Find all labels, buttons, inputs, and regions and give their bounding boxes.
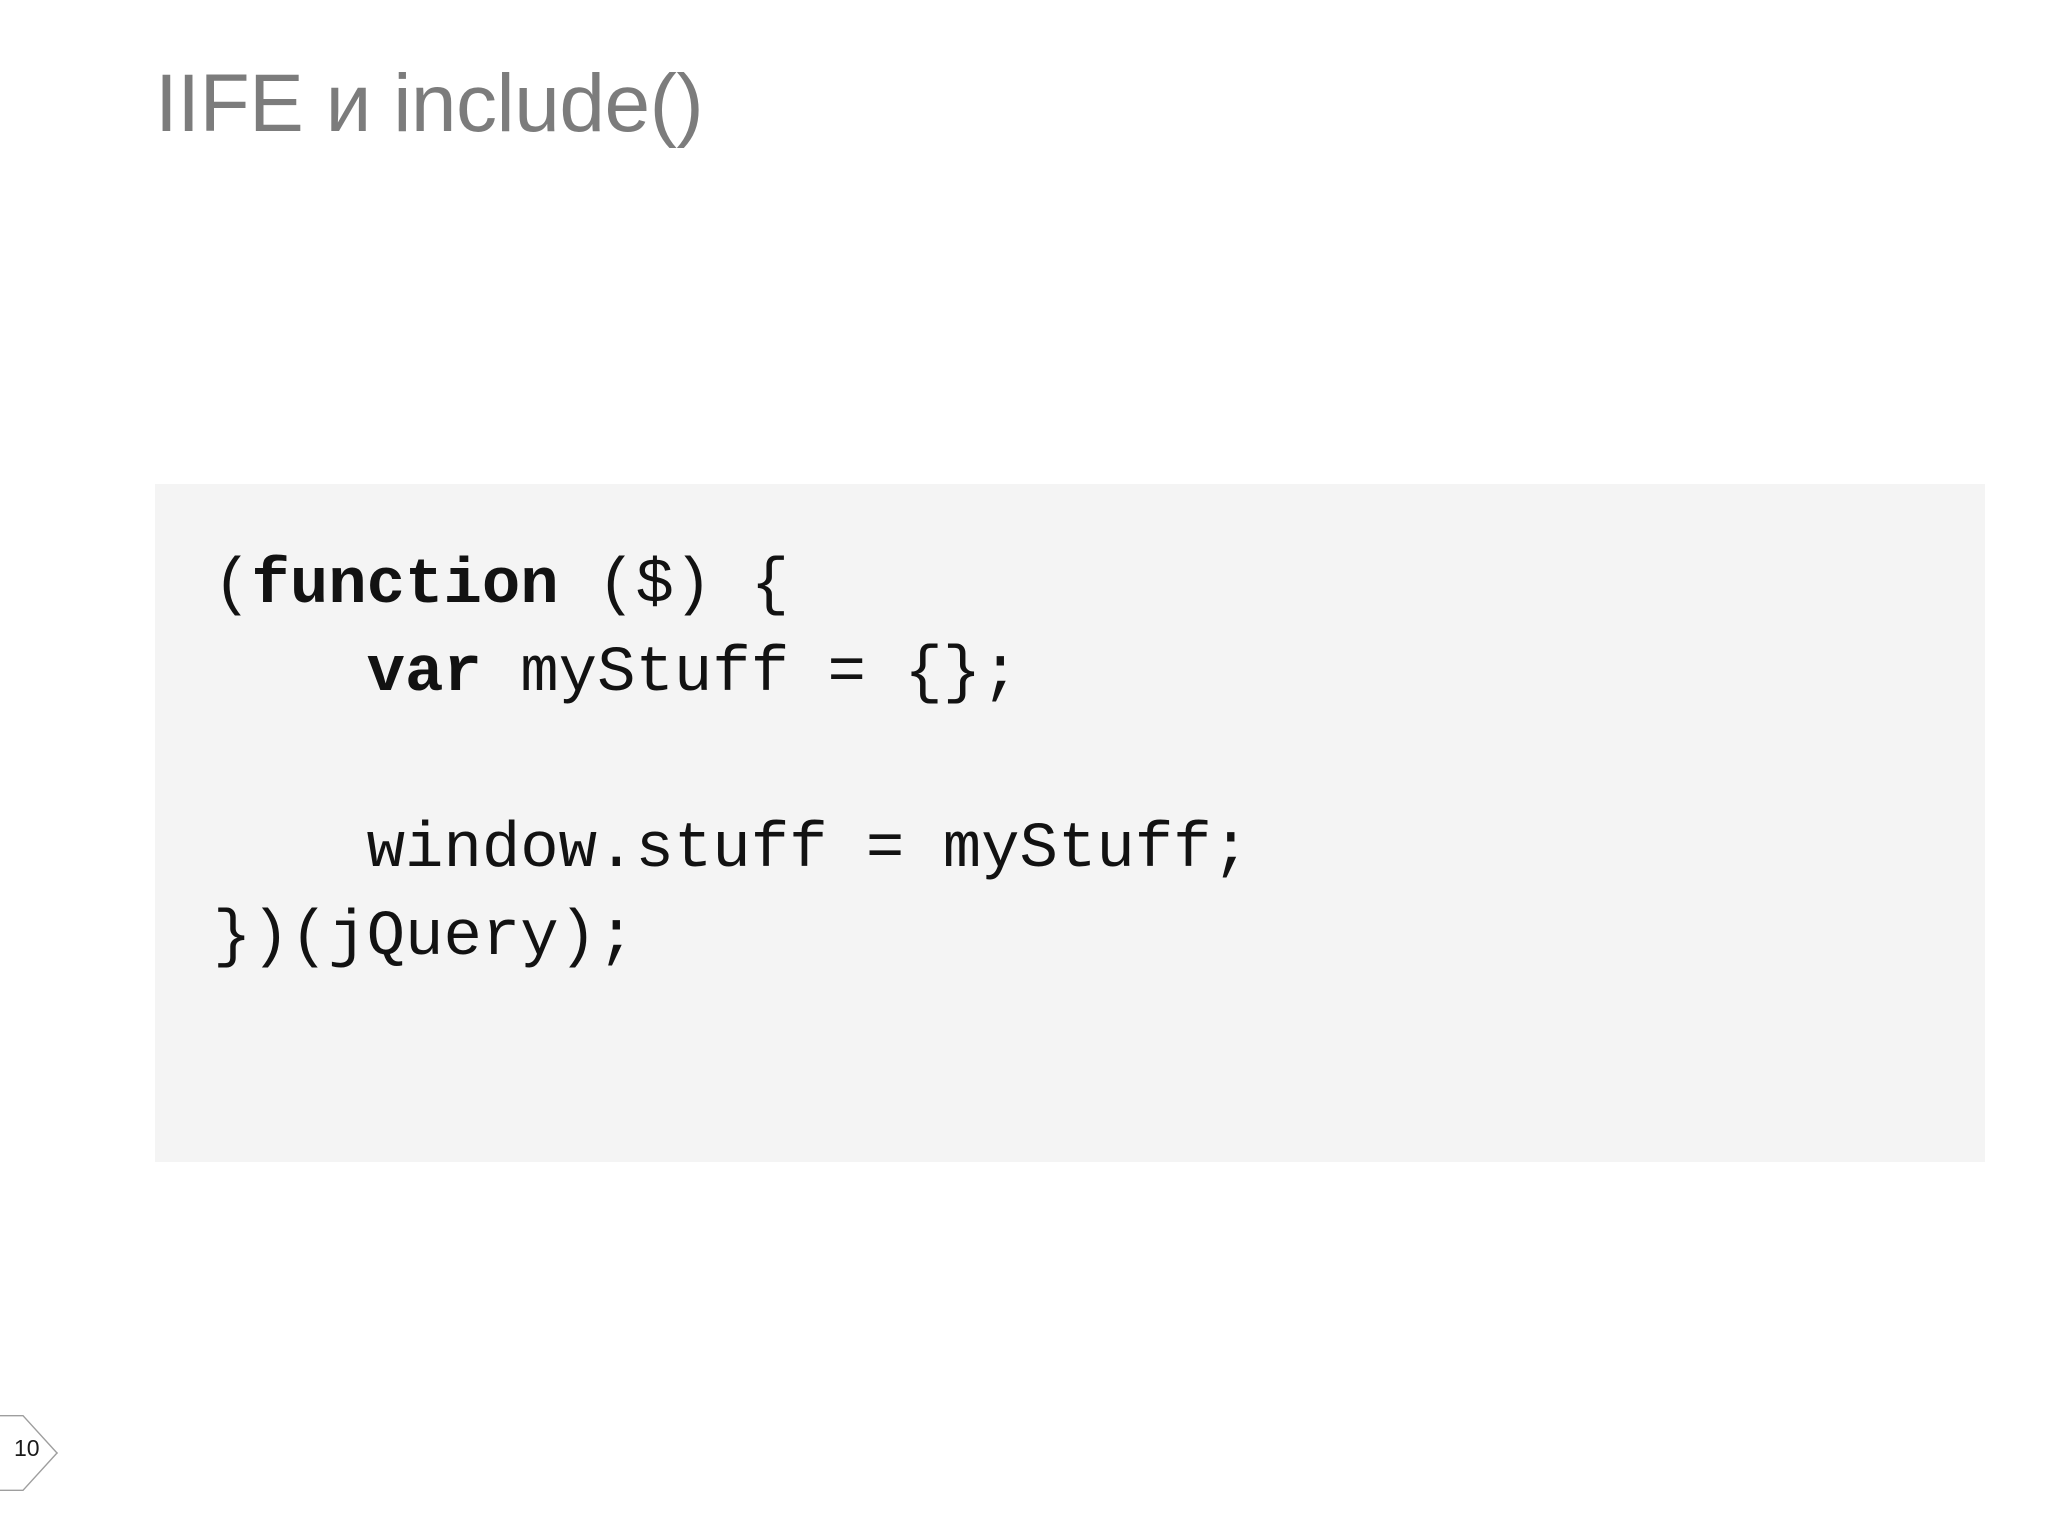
code-line: window.stuff = myStuff;	[155, 806, 1985, 894]
code-token-rest: myStuff = {};	[481, 638, 1020, 710]
page-number: 10	[14, 1435, 40, 1461]
code-token-rest: window.stuff = myStuff;	[366, 814, 1250, 886]
code-block: (function ($) { var myStuff = {}; window…	[155, 484, 1985, 1162]
page-title: IIFE и include()	[155, 58, 704, 149]
code-token-keyword-function: function	[251, 550, 559, 622]
code-line: (function ($) {	[155, 542, 1985, 630]
code-token-rest: })(jQuery);	[213, 902, 636, 974]
code-line-blank	[155, 718, 1985, 806]
code-line: })(jQuery);	[155, 894, 1985, 982]
code-token-keyword-var: var	[366, 638, 482, 710]
code-token-punct: (	[213, 550, 252, 622]
code-token-indent	[213, 814, 367, 886]
code-token-rest: ($) {	[558, 550, 790, 622]
code-line: var myStuff = {};	[155, 630, 1985, 718]
code-token-indent	[213, 638, 367, 710]
